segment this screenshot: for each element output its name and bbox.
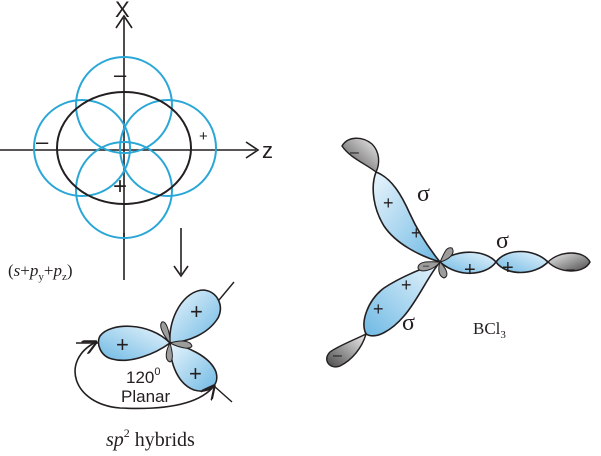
p-lobe-top [75, 56, 173, 154]
cl-right-minus: – [566, 261, 575, 278]
cl-lobe-upper-left [372, 170, 443, 264]
sigma-lower: σ [402, 310, 415, 336]
sp2-caption: sp2 hybrids [106, 426, 195, 451]
angle-arc [74, 342, 214, 410]
cl-upper-left-minus: – [350, 144, 359, 161]
sign-left-minus: – [36, 129, 49, 154]
sp2-lobe-left [97, 325, 172, 362]
orbital-overlap-panel: X z – – + + (s+py+pz) [0, 0, 273, 283]
x-axis-arrowhead [115, 14, 133, 29]
sp2-axis-lower [213, 385, 233, 403]
bcl3-plus-r-2: + [502, 257, 514, 279]
z-axis-arrowhead [245, 141, 260, 159]
geometry-label: Planar [121, 387, 170, 406]
p-lobe-right [119, 99, 217, 197]
bcl3-plus-ll-2: + [373, 299, 384, 319]
b-back-lobe-2 [439, 247, 454, 263]
cl-lobe-lower-left-dark [326, 332, 368, 368]
bcl3-plus-r-1: + [464, 259, 476, 281]
cl-lower-left-minus: – [333, 347, 342, 364]
cl-lobe-upper-left-dark [341, 137, 380, 174]
s-orbital [56, 91, 192, 205]
angle-value: 1200 [126, 366, 161, 387]
b-center-minus: – [423, 260, 430, 272]
sigma-upper: σ [417, 181, 430, 207]
sp2-sign-left: + [116, 332, 129, 357]
sign-bottom-plus: + [113, 173, 127, 200]
sigma-right: σ [496, 228, 509, 254]
bcl3-formula: BCl3 [473, 319, 506, 341]
sp2-sign-lower: + [189, 361, 202, 386]
sp2-lobe-upper-right [169, 289, 222, 344]
p-lobe-left [33, 99, 131, 197]
sp2-hybrids-panel: + + + 1200 Planar sp2 hybrids [74, 281, 235, 451]
sp2-sign-upper: + [190, 299, 203, 324]
cl-lobe-right-dark [547, 252, 591, 272]
transform-arrowhead [173, 265, 189, 278]
bcl3-plus-ul-2: + [411, 223, 422, 243]
sign-right-plus: + [199, 128, 208, 145]
sp2-back-lobe-1 [160, 321, 171, 345]
b-back-lobe-3 [438, 261, 448, 279]
orbital-combination-label: (s+py+pz) [8, 261, 73, 283]
sign-top-minus: – [114, 62, 127, 87]
bcl3-panel: – + + σ + + – σ + + – σ – BCl3 [326, 137, 591, 368]
x-axis-label: X [115, 0, 130, 22]
b-back-lobe-1 [417, 261, 442, 272]
bcl3-plus-ul-1: + [383, 193, 394, 213]
p-lobe-bottom [75, 141, 173, 239]
bcl3-plus-ll-1: + [401, 275, 412, 295]
z-axis-label: z [262, 138, 273, 163]
